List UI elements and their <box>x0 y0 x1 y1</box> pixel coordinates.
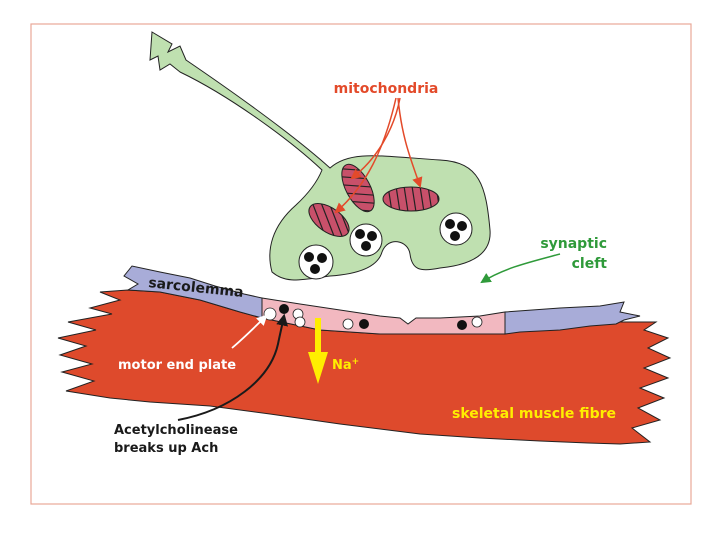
mitochondria-label: mitochondria <box>334 81 439 97</box>
mitochondria-arrow-3 <box>334 97 397 214</box>
synaptic-cleft-arrow <box>480 253 561 284</box>
acetylcholinease-arrow <box>177 313 289 421</box>
mitochondrion-2 <box>382 186 440 212</box>
acetylcholinease-label-line1: Acetylcholinease <box>114 423 238 438</box>
end-plate-vesicles <box>263 304 483 330</box>
motor-end-plate <box>261 297 506 335</box>
na-ion-charge: + <box>352 357 360 367</box>
na-ion-label: Na+ <box>332 357 359 373</box>
motor-end-plate-label: motor end plate <box>118 358 236 373</box>
synaptic-label: synaptic <box>540 236 607 252</box>
nerve-terminal <box>149 31 491 281</box>
na-ion-arrow <box>308 318 328 384</box>
slide-frame <box>30 23 692 505</box>
acetylcholinease-label-line2: breaks up Ach <box>114 441 218 456</box>
skeletal-muscle-fibre-label: skeletal muscle fibre <box>452 406 616 422</box>
synaptic-vesicle-1 <box>349 223 383 257</box>
mitochondria-arrow-2 <box>397 97 423 188</box>
synaptic-vesicle-3 <box>298 244 334 280</box>
cleft-label: cleft <box>572 256 608 272</box>
synaptic-vesicle-2 <box>439 212 473 246</box>
sarcolemma-left <box>123 265 263 319</box>
motor-end-plate-arrow <box>231 314 268 349</box>
na-ion-symbol: Na <box>332 358 352 373</box>
sarcolemma-right <box>504 301 641 335</box>
